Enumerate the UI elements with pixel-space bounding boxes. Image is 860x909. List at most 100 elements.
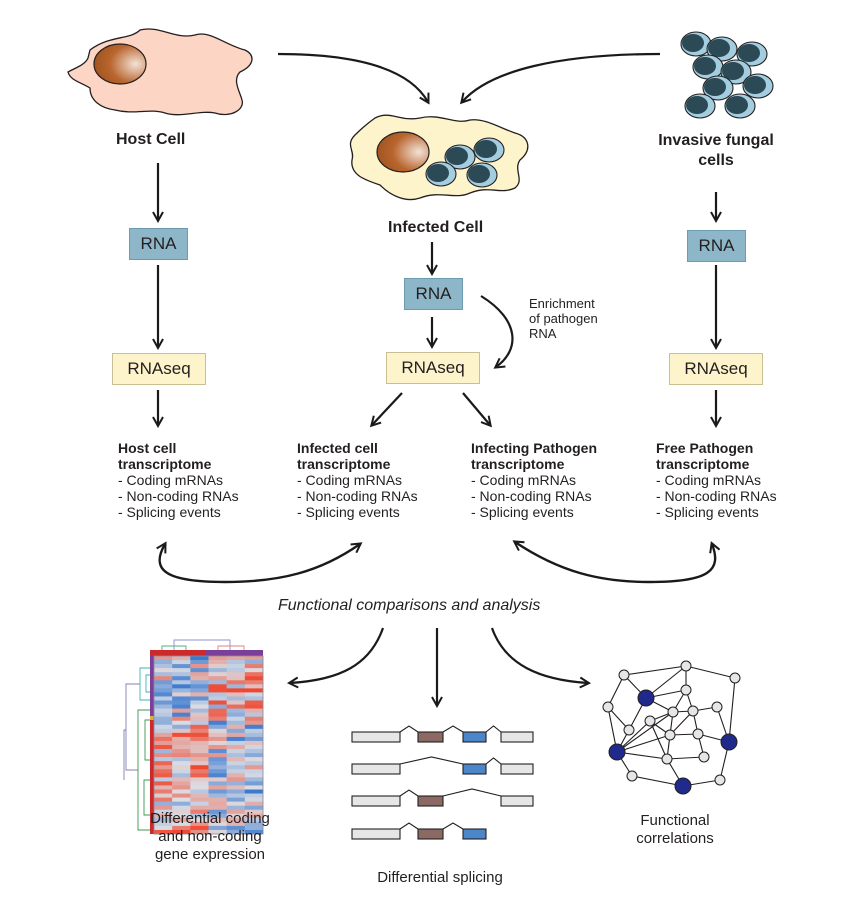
expression-caption-line: gene expression [154,846,266,863]
heatmap-cell [208,801,227,806]
heatmap-cell [172,716,191,722]
heatmap-cell [208,660,227,665]
heatmap-cell [154,680,173,685]
heatmap-cell [244,781,264,786]
fungal-label-line2: cells [698,152,734,169]
heatmap-cell [208,656,227,661]
heatmap-cell [190,732,209,738]
heatmap-cell [154,708,173,713]
heatmap-cell [190,777,209,782]
heatmap-cell [208,688,227,693]
network-node [602,701,614,713]
transcriptome-title: transcriptome [297,456,391,472]
correlations-caption-line: correlations [636,830,714,847]
network-node [664,729,676,741]
heatmap-cell [154,712,173,717]
heatmap-cell [244,789,264,794]
intron-line [442,725,464,733]
heatmap-cell [190,817,209,823]
heatmap-cell [226,769,246,774]
heatmap-cell [154,740,173,746]
network-node [711,701,723,713]
heatmap-cell [208,664,227,669]
heatmap-cell [208,761,227,766]
heatmap-cell [208,789,227,794]
transcriptome-item: - Splicing events [656,504,759,520]
transcript-isoform [351,788,534,807]
heatmap-cell [244,684,264,689]
heatmap-cell [172,708,191,713]
heatmap-cell [154,732,173,738]
heatmap-cell [244,757,264,762]
host-transcriptome: Host cell transcriptome - Coding mRNAs -… [118,440,239,520]
heatmap-cell [172,761,191,766]
exon [417,828,444,840]
heatmap-cell [172,732,191,738]
heatmap-cell [172,757,191,762]
heatmap-cell [190,761,209,766]
heatmap-cell [244,708,264,713]
transcriptome-title: transcriptome [118,456,212,472]
heatmap-cell [154,672,173,677]
heatmap-cell [190,696,209,701]
transcriptome-title: Free Pathogen [656,440,754,456]
heatmap-cell [226,680,246,685]
network-node [644,715,656,727]
heatmap-cell [190,676,209,681]
heatmap-cell [226,785,246,790]
transcriptome-item: - Non-coding RNAs [471,488,592,504]
heatmap-cell [190,801,209,806]
network-node [729,672,741,684]
heatmap-cell [172,789,191,794]
heatmap-cell [172,692,191,697]
heatmap-cell [154,656,173,661]
heatmap-cell [190,805,209,811]
heatmap-cell [208,672,227,677]
heatmap-cell [226,660,246,665]
heatmap-cell [244,692,264,697]
transcriptome-title: transcriptome [656,456,750,472]
heatmap-cell [172,825,191,831]
network-hub-node [674,777,692,795]
heatmap-cell [172,704,191,709]
fungal-cell [720,59,752,85]
network-node [618,669,630,681]
heatmap-cell [154,821,173,827]
heatmap-cell [154,745,173,750]
network-edge [649,720,668,760]
heatmap-cell [208,692,227,697]
arrow-host-to-infected [277,52,428,102]
heatmap-cell [172,740,191,746]
free-pathogen-transcriptome: Free Pathogen transcriptome - Coding mRN… [656,440,777,520]
heatmap-cell [208,668,227,673]
network-edge [616,711,674,753]
heatmap-cell [208,720,227,726]
transcriptome-item: - Coding mRNAs [471,472,577,488]
network-node [680,660,692,672]
heatmap-cell [190,785,209,790]
heatmap-cell [244,732,264,738]
exon [500,795,534,807]
heatmap-cell [244,696,264,701]
heatmap-cell [154,664,173,669]
heatmap-cell [244,745,264,750]
exon [417,795,444,807]
network-edge [616,734,671,753]
heatmap-cell [244,753,264,758]
heatmap-cell [226,757,246,762]
heatmap-cell [154,785,173,790]
heatmap-cell [244,821,264,827]
heatmap-cell [244,672,264,677]
heatmap-top-bar [150,650,263,656]
heatmap-cell [226,829,246,835]
heatmap-cell [208,724,227,730]
heatmap-cell [208,749,227,754]
infected-transcriptome: Infected cell transcriptome - Coding mRN… [297,440,418,520]
network-hub-node [720,733,738,751]
heatmap-cell [154,769,173,774]
exon [351,731,401,743]
heatmap-cell [226,813,246,819]
heatmap-cell [172,728,191,734]
heatmap-cell [208,821,227,827]
heatmap-cell [208,696,227,701]
